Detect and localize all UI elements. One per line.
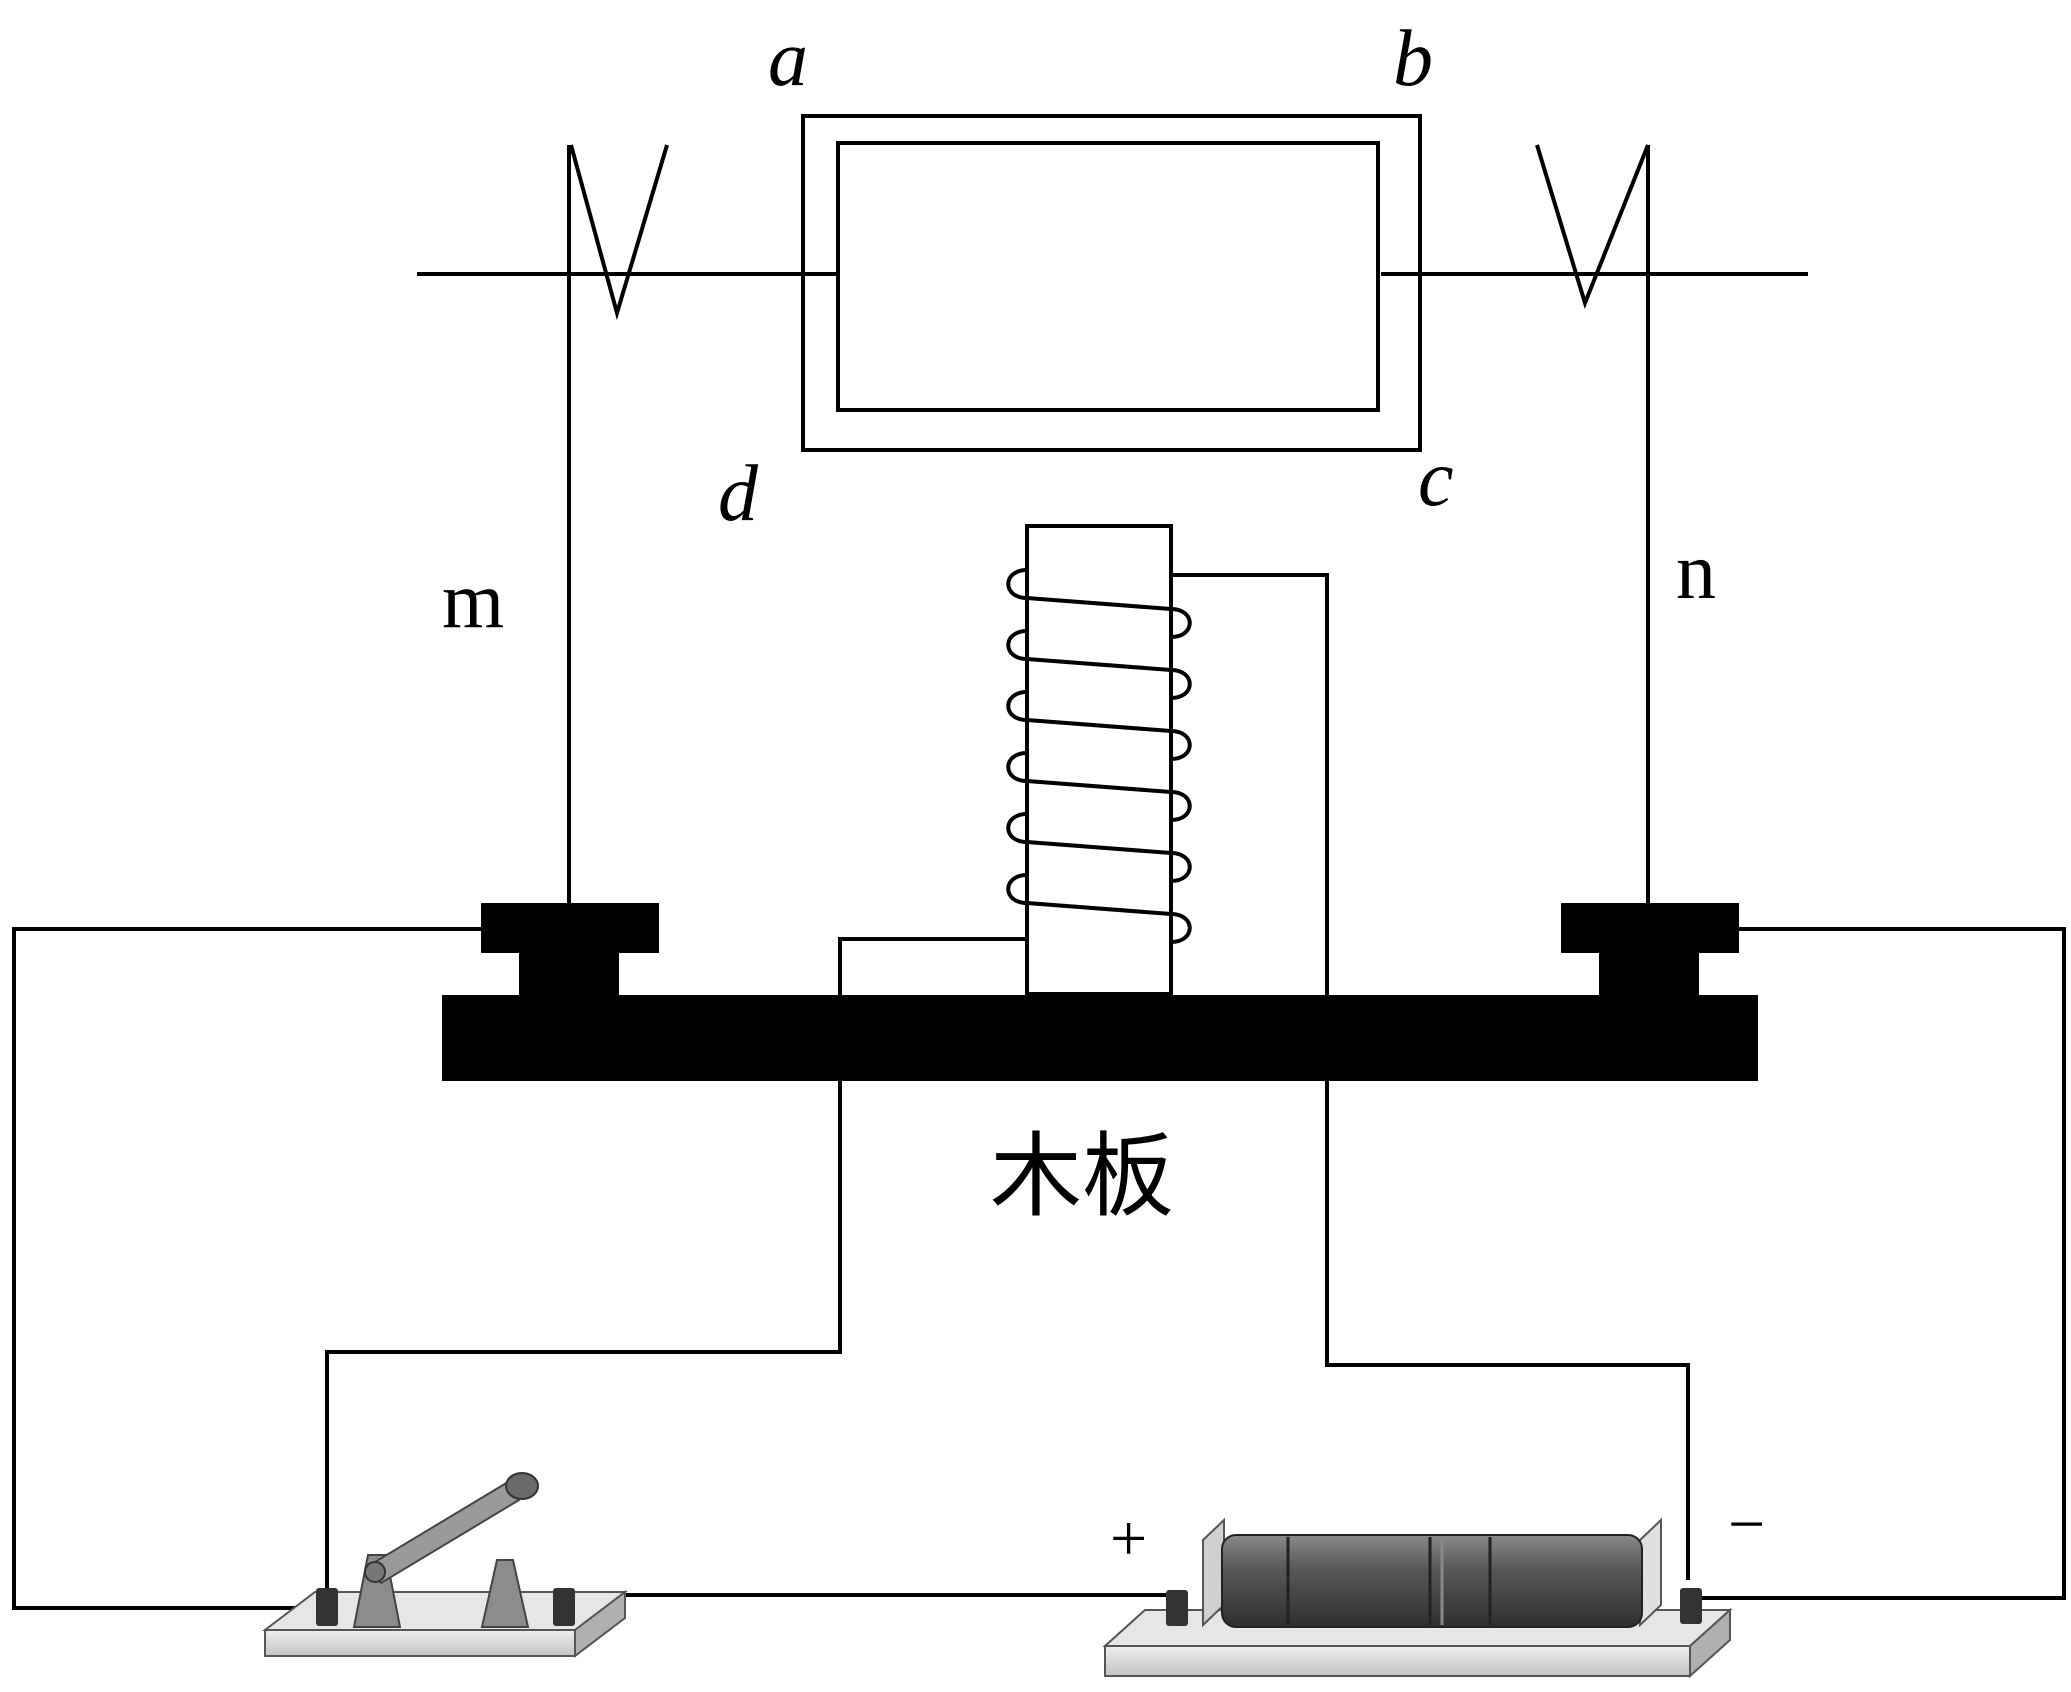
label-positive: +: [1110, 1502, 1147, 1575]
battery-icon[interactable]: [1102, 1517, 1733, 1679]
solenoid-core: [1025, 524, 1173, 996]
left-terminal-cap: [481, 903, 659, 953]
label-support-m: m: [442, 557, 504, 645]
coil-frame-inner: [836, 141, 1380, 412]
label-board: 木板: [990, 1126, 1174, 1228]
coil-lead-right: [1171, 573, 1690, 1580]
label-corner-d: d: [718, 450, 759, 538]
wire-right-outer: [1700, 927, 2066, 1600]
label-corner-b: b: [1393, 15, 1433, 103]
right-terminal-stem: [1599, 953, 1699, 995]
label-negative: −: [1728, 1488, 1765, 1561]
wire-left-outer: [12, 927, 481, 1610]
right-bearing-hook: [1535, 144, 1650, 310]
solenoid-coil-icon: [1006, 568, 1192, 944]
coil-lead-left: [325, 937, 1027, 1595]
right-terminal-cap: [1561, 903, 1739, 953]
label-support-n: n: [1676, 528, 1716, 616]
knife-switch-icon[interactable]: [262, 1472, 628, 1659]
coil-frame-outer: [801, 114, 1422, 452]
left-terminal-stem: [519, 953, 619, 995]
left-bearing-hook: [569, 144, 669, 321]
wooden-board: [442, 995, 1758, 1081]
label-corner-c: c: [1418, 435, 1454, 523]
label-corner-a: a: [768, 15, 808, 103]
